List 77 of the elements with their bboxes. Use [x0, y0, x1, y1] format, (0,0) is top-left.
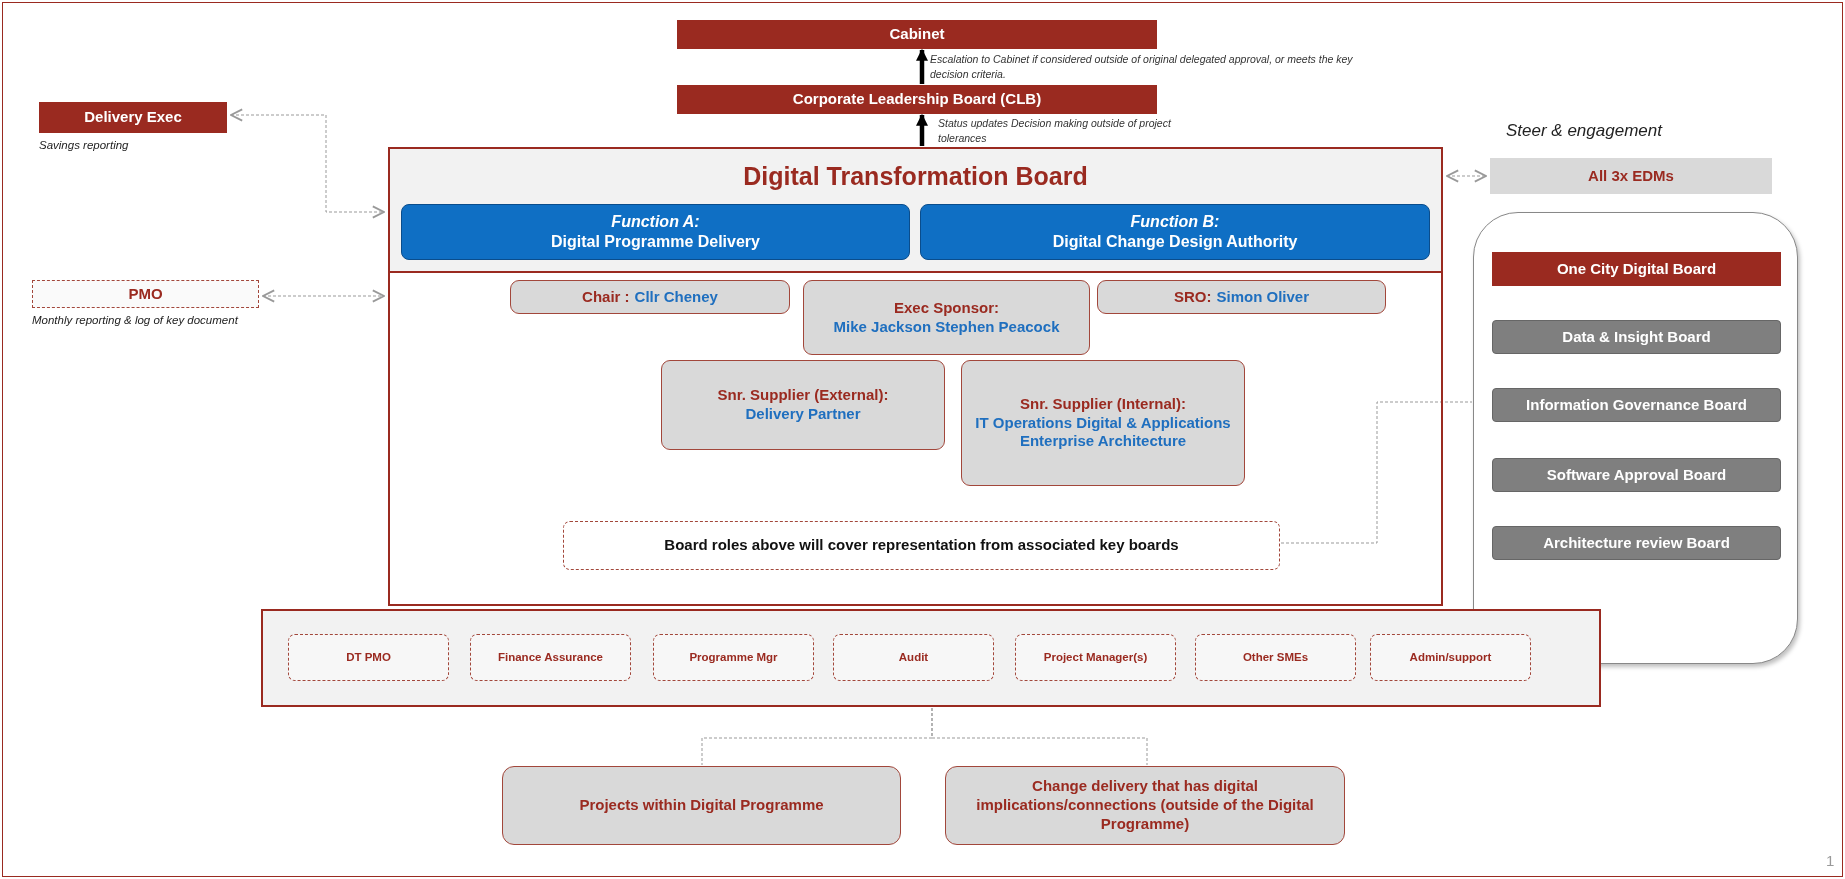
arrow — [916, 48, 928, 84]
board-panel — [388, 147, 1443, 606]
workstream-box — [502, 766, 901, 845]
person-name: Cllr Cheney — [634, 287, 718, 307]
role-title: SRO: — [1174, 287, 1212, 307]
note-box — [563, 521, 1280, 570]
role-box — [833, 634, 994, 681]
role-title: Chair : — [582, 287, 630, 307]
edge-label: Escalation to Cabinet if considered outside of original delegated approval, or meets the key decision criteria. — [930, 52, 1354, 83]
box-label: Other SMEs — [1242, 650, 1309, 665]
board-box — [1492, 526, 1781, 560]
person-name: Simon Oliver — [1216, 287, 1309, 307]
connector-line — [1280, 401, 1473, 544]
box-label: Software Approval Board — [1546, 465, 1727, 485]
function-title: Digital Programme Delivery — [551, 232, 760, 252]
function-name: Function B: — [1130, 212, 1220, 232]
arrow — [916, 113, 928, 146]
box-label: Architecture review Board — [1543, 533, 1730, 553]
box-label: DT PMO — [346, 650, 391, 665]
box-label: Corporate Leadership Board (CLB) — [792, 90, 1042, 109]
box-label: Projects within Digital Programme — [579, 796, 824, 815]
edge-label: Status updates Decision making outside of project tolerances — [938, 116, 1173, 147]
box-label: One City Digital Board — [1556, 259, 1717, 279]
label-text: Steer & engagement — [1506, 121, 1662, 141]
role-box — [1015, 634, 1176, 681]
role-box — [961, 360, 1245, 486]
box-label: Finance Assurance — [497, 650, 603, 665]
workstream-box — [945, 766, 1345, 845]
box-label: Cabinet — [889, 25, 945, 44]
board-box — [1492, 388, 1781, 422]
box-label: Project Manager(s) — [1043, 650, 1148, 665]
board-box — [1490, 158, 1772, 194]
role-box — [803, 280, 1090, 355]
role-box — [661, 360, 945, 450]
role-box — [510, 280, 790, 314]
role-title: Snr. Supplier (Internal): — [1020, 394, 1186, 414]
box-label: PMO — [128, 284, 163, 304]
role-box — [39, 102, 227, 133]
board-box — [1492, 320, 1781, 354]
box-label: All 3x EDMs — [1588, 166, 1674, 186]
function-box — [401, 204, 910, 260]
board-box — [677, 20, 1157, 49]
box-label: Information Governance Board — [1526, 395, 1747, 415]
role-box — [1097, 280, 1386, 314]
role-box — [470, 634, 631, 681]
member-list: IT Operations Digital & Applications Enterprise Architecture — [962, 413, 1244, 452]
caption-text: Monthly reporting & log of key document — [32, 314, 238, 326]
arrow — [230, 108, 385, 219]
box-label: Programme Mgr — [689, 650, 778, 665]
role-box — [288, 634, 449, 681]
function-title: Digital Change Design Authority — [1052, 232, 1298, 252]
function-name: Function A: — [611, 212, 700, 232]
board-title: Digital Transformation Board — [743, 161, 1088, 192]
arrow — [262, 289, 385, 303]
support-panel — [261, 609, 1601, 707]
box-label: Board roles above will cover representation from associated key boards — [664, 536, 1179, 555]
box-label: Data & Insight Board — [1562, 327, 1711, 347]
board-box — [1492, 252, 1781, 286]
arrow — [1446, 169, 1487, 183]
box-label: Delivery Exec — [84, 108, 182, 127]
board-box — [677, 85, 1157, 114]
box-label: Audit — [898, 650, 929, 665]
box-label: Change delivery that has digital implications/connections (outside of the Digital Programme) — [975, 777, 1315, 834]
box-label: Admin/support — [1409, 650, 1492, 665]
function-box — [920, 204, 1430, 260]
page-number: 1 — [1826, 852, 1835, 869]
member-list: Delivery Partner — [745, 405, 861, 424]
role-box — [1195, 634, 1356, 681]
role-box — [1370, 634, 1531, 681]
caption-text: Savings reporting — [39, 139, 129, 151]
role-title: Exec Sponsor: — [894, 298, 999, 318]
person-name: Mike Jackson Stephen Peacock — [833, 317, 1060, 337]
role-title: Snr. Supplier (External): — [717, 386, 889, 405]
role-box — [653, 634, 814, 681]
connector-line — [931, 707, 1148, 766]
role-box — [32, 280, 259, 308]
board-box — [1492, 458, 1781, 492]
